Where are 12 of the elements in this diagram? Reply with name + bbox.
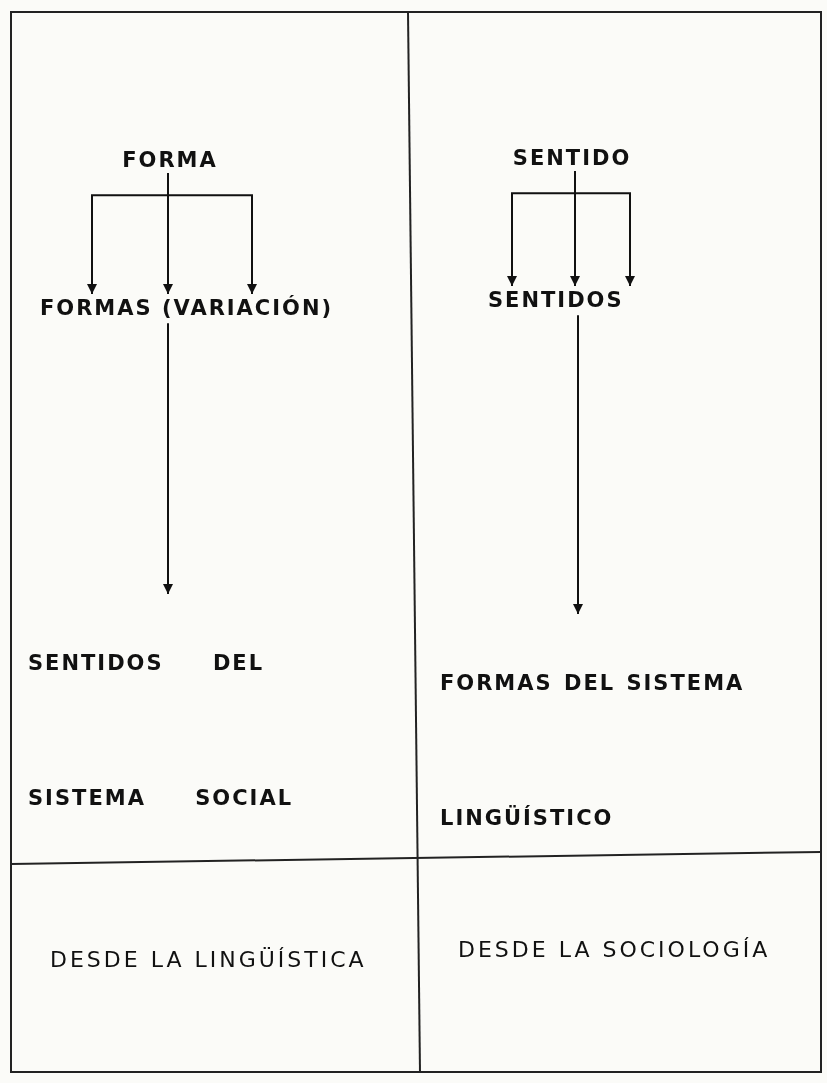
diagram-text: SENTIDOS DEL SISTEMA SOCIAL (28, 651, 294, 810)
column-caption: DESDE LA SOCIOLOGÍA (458, 936, 772, 964)
arrow (573, 314, 583, 615)
diagram-text: SENTIDOS (488, 288, 624, 312)
column-caption: DESDE LA LINGÜÍSTICA (50, 946, 368, 974)
diagram-text: SENTIDO (512, 146, 632, 170)
diagram-text: FORMA (122, 148, 218, 172)
arrow (163, 322, 173, 595)
arrow (167, 172, 257, 295)
arrow (574, 170, 635, 287)
diagram-text: FORMAS (VARIACIÓN) (40, 296, 334, 320)
diagram-text: FORMAS DEL SISTEMA LINGÜÍSTICO (440, 671, 745, 830)
